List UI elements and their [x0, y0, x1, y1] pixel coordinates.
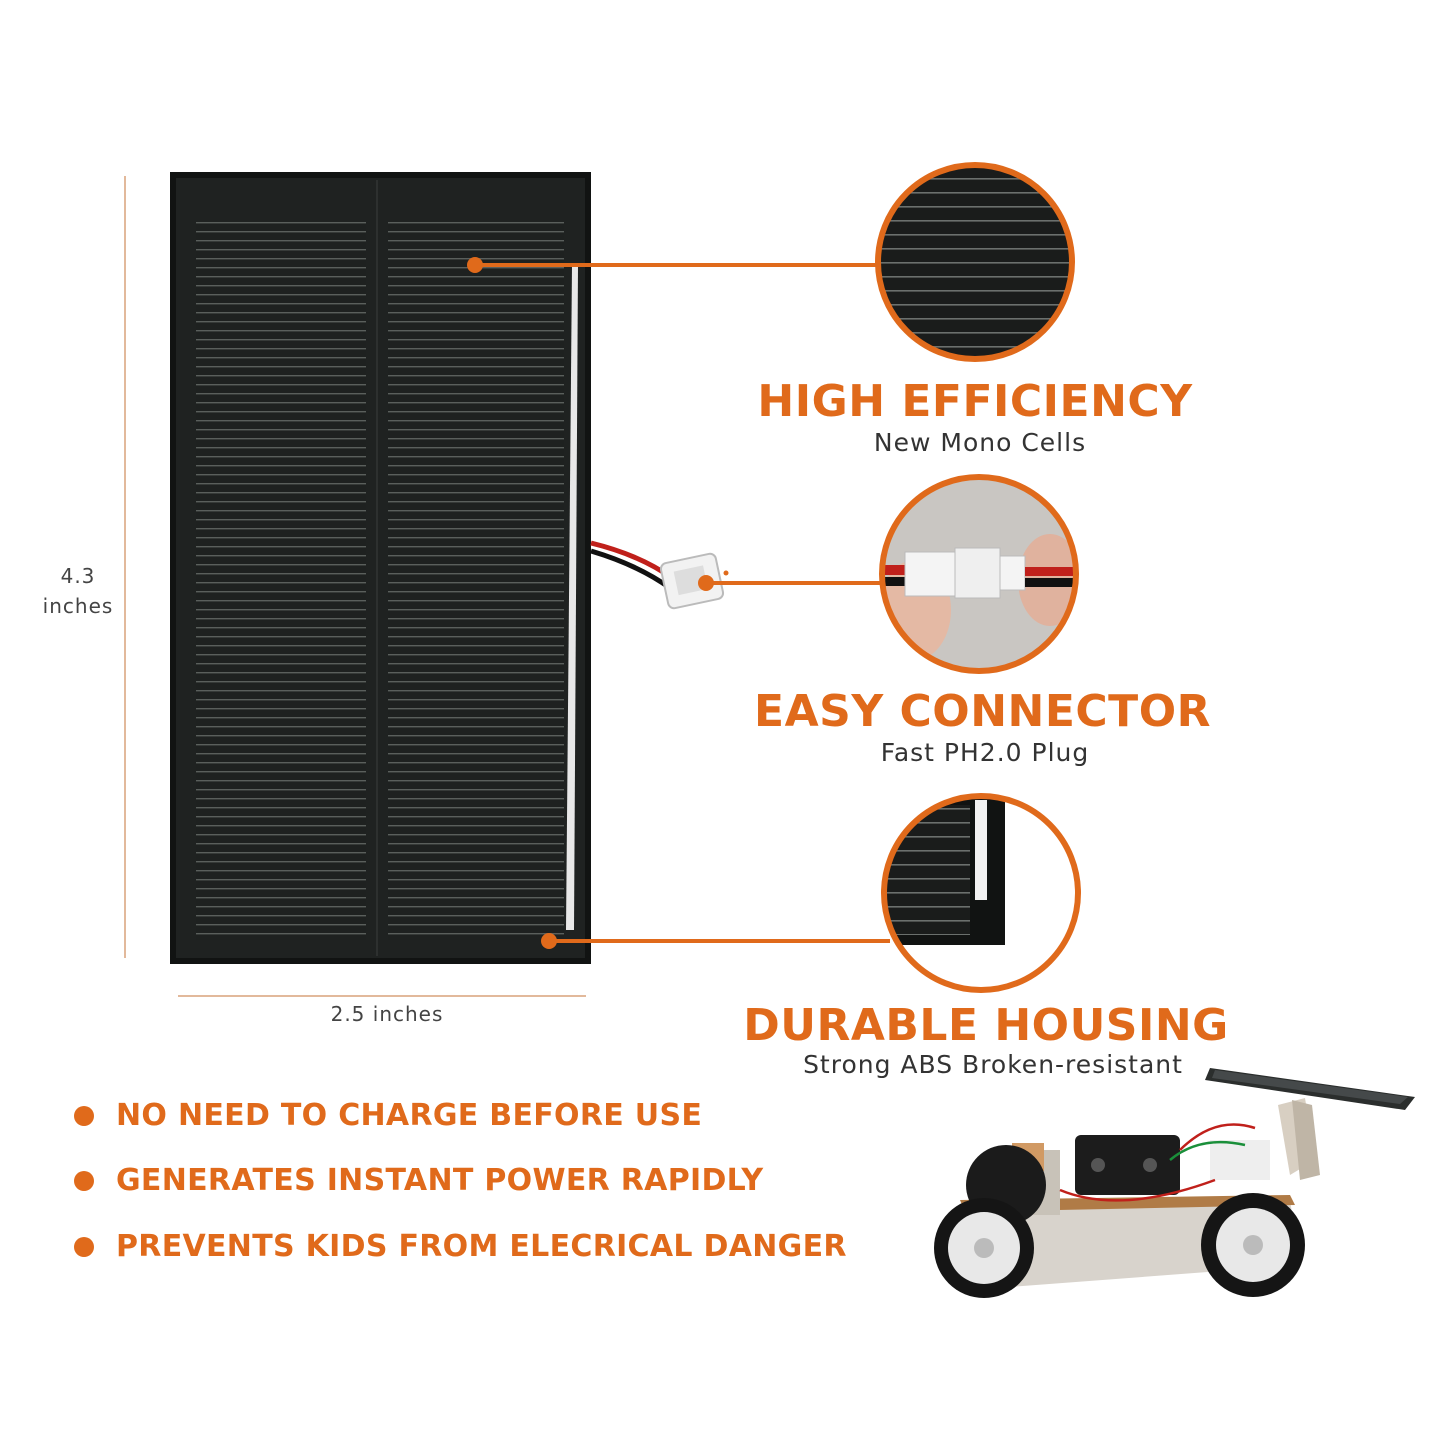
solar-panel — [170, 172, 591, 964]
height-unit: inches — [42, 594, 114, 618]
width-dimension-label: 2.5 inches — [330, 1002, 444, 1026]
connector-cable — [590, 540, 725, 610]
bullet-text: PREVENTS KIDS FROM ELECRICAL DANGER — [116, 1229, 847, 1264]
solar-car-image — [934, 1068, 1415, 1298]
bullet-dot-icon — [74, 1236, 94, 1257]
bullet-dot-icon — [74, 1105, 94, 1126]
bullet-item: PREVENTS KIDS FROM ELECRICAL DANGER — [74, 1229, 847, 1264]
feature-subtitle-abs: Strong ABS Broken-resistant — [803, 1050, 1183, 1079]
feature-title-durable-housing: DURABLE HOUSING — [743, 1000, 1229, 1051]
height-value: 4.3 — [60, 564, 96, 588]
panel-edge-closeup-icon — [881, 793, 1081, 993]
bullet-text: GENERATES INSTANT POWER RAPIDLY — [116, 1163, 764, 1198]
height-dimension-label: 4.3 inches — [38, 564, 118, 618]
solar-cell-closeup-icon — [875, 162, 1075, 362]
bullet-text: NO NEED TO CHARGE BEFORE USE — [116, 1098, 703, 1133]
feature-subtitle-ph-plug: Fast PH2.0 Plug — [880, 738, 1090, 767]
connector-plug-closeup-icon — [879, 474, 1079, 674]
bullet-dot-icon — [74, 1170, 94, 1191]
bullet-item: GENERATES INSTANT POWER RAPIDLY — [74, 1163, 763, 1198]
feature-subtitle-mono-cells: New Mono Cells — [873, 428, 1087, 457]
bullet-item: NO NEED TO CHARGE BEFORE USE — [74, 1098, 702, 1133]
feature-title-easy-connector: EASY CONNECTOR — [754, 686, 1211, 737]
feature-title-high-efficiency: HIGH EFFICIENCY — [757, 376, 1193, 427]
